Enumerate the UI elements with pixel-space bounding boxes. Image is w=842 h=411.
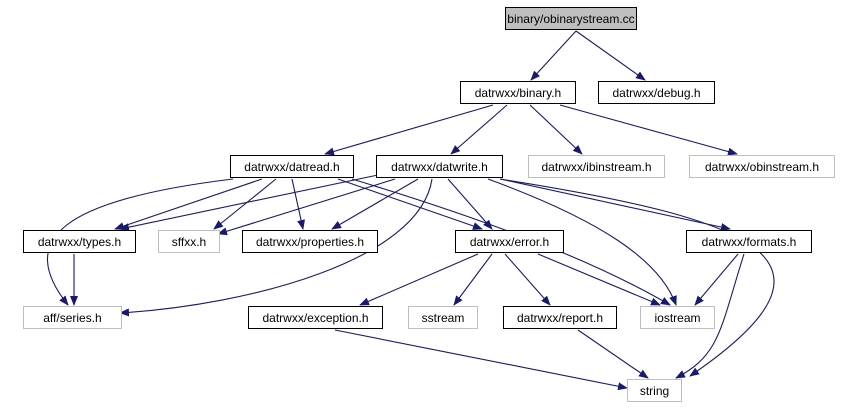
edge-formats_h-to-iostream bbox=[694, 253, 739, 306]
node-root-file: binary/obinarystream.cc bbox=[505, 7, 637, 30]
node-series-h: aff/series.h bbox=[23, 306, 122, 329]
edge-error_h-to-sstream bbox=[453, 253, 493, 306]
node-report-h[interactable]: datrwxx/report.h bbox=[503, 306, 617, 329]
edge-datread_h-to-sffxx_h bbox=[213, 178, 277, 230]
edge-datread_h-to-error_h bbox=[337, 178, 483, 230]
node-formats-h[interactable]: datrwxx/formats.h bbox=[686, 230, 812, 253]
edge-datwrite_h-to-sffxx_h bbox=[217, 178, 396, 236]
node-sffxx-h: sffxx.h bbox=[158, 230, 220, 253]
node-iostream: iostream bbox=[640, 306, 715, 329]
edge-datwrite_h-to-types_h bbox=[119, 174, 379, 232]
node-datread-h[interactable]: datrwxx/datread.h bbox=[230, 155, 354, 178]
edge-datread_h-to-series_h bbox=[47, 178, 234, 306]
node-error-h[interactable]: datrwxx/error.h bbox=[455, 230, 564, 253]
edge-report_h-to-string bbox=[577, 329, 649, 379]
node-types-h[interactable]: datrwxx/types.h bbox=[23, 230, 136, 253]
node-obinstream-h: datrwxx/obinstream.h bbox=[689, 155, 835, 178]
edge-binary_h-to-obinstream_h bbox=[559, 104, 738, 156]
dependency-edges bbox=[47, 30, 775, 391]
node-string: string bbox=[627, 379, 682, 402]
edge-error_h-to-report_h bbox=[504, 253, 551, 306]
node-datwrite-h[interactable]: datrwxx/datwrite.h bbox=[376, 155, 503, 178]
edge-datread_h-to-properties_h bbox=[291, 178, 305, 230]
edge-root-to-debug_h bbox=[575, 30, 646, 81]
node-properties-h[interactable]: datrwxx/properties.h bbox=[242, 230, 378, 253]
node-sstream: sstream bbox=[408, 306, 478, 329]
edge-datread_h-to-types_h bbox=[114, 178, 263, 230]
edge-binary_h-to-ibinstream_h bbox=[529, 104, 583, 155]
edge-binary_h-to-datwrite_h bbox=[450, 104, 508, 155]
node-ibinstream-h: datrwxx/ibinstream.h bbox=[528, 155, 665, 178]
edge-datwrite_h-to-formats_h bbox=[499, 178, 731, 231]
node-debug-h[interactable]: datrwxx/debug.h bbox=[598, 81, 715, 104]
edge-exception_h-to-string bbox=[334, 329, 628, 391]
edge-datwrite_h-to-error_h bbox=[447, 178, 493, 230]
edge-datwrite_h-to-iostream bbox=[487, 178, 677, 306]
edge-error_h-to-iostream bbox=[537, 253, 661, 306]
edge-root-to-binary_h bbox=[530, 30, 577, 81]
edge-datwrite_h-to-properties_h bbox=[331, 178, 419, 230]
edge-error_h-to-exception_h bbox=[359, 253, 479, 306]
edge-formats_h-to-string bbox=[675, 253, 745, 379]
node-exception-h[interactable]: datrwxx/exception.h bbox=[248, 306, 383, 329]
node-binary-h[interactable]: datrwxx/binary.h bbox=[460, 81, 576, 104]
edge-binary_h-to-datread_h bbox=[324, 104, 494, 156]
edge-datwrite_h-to-series_h bbox=[119, 178, 433, 317]
